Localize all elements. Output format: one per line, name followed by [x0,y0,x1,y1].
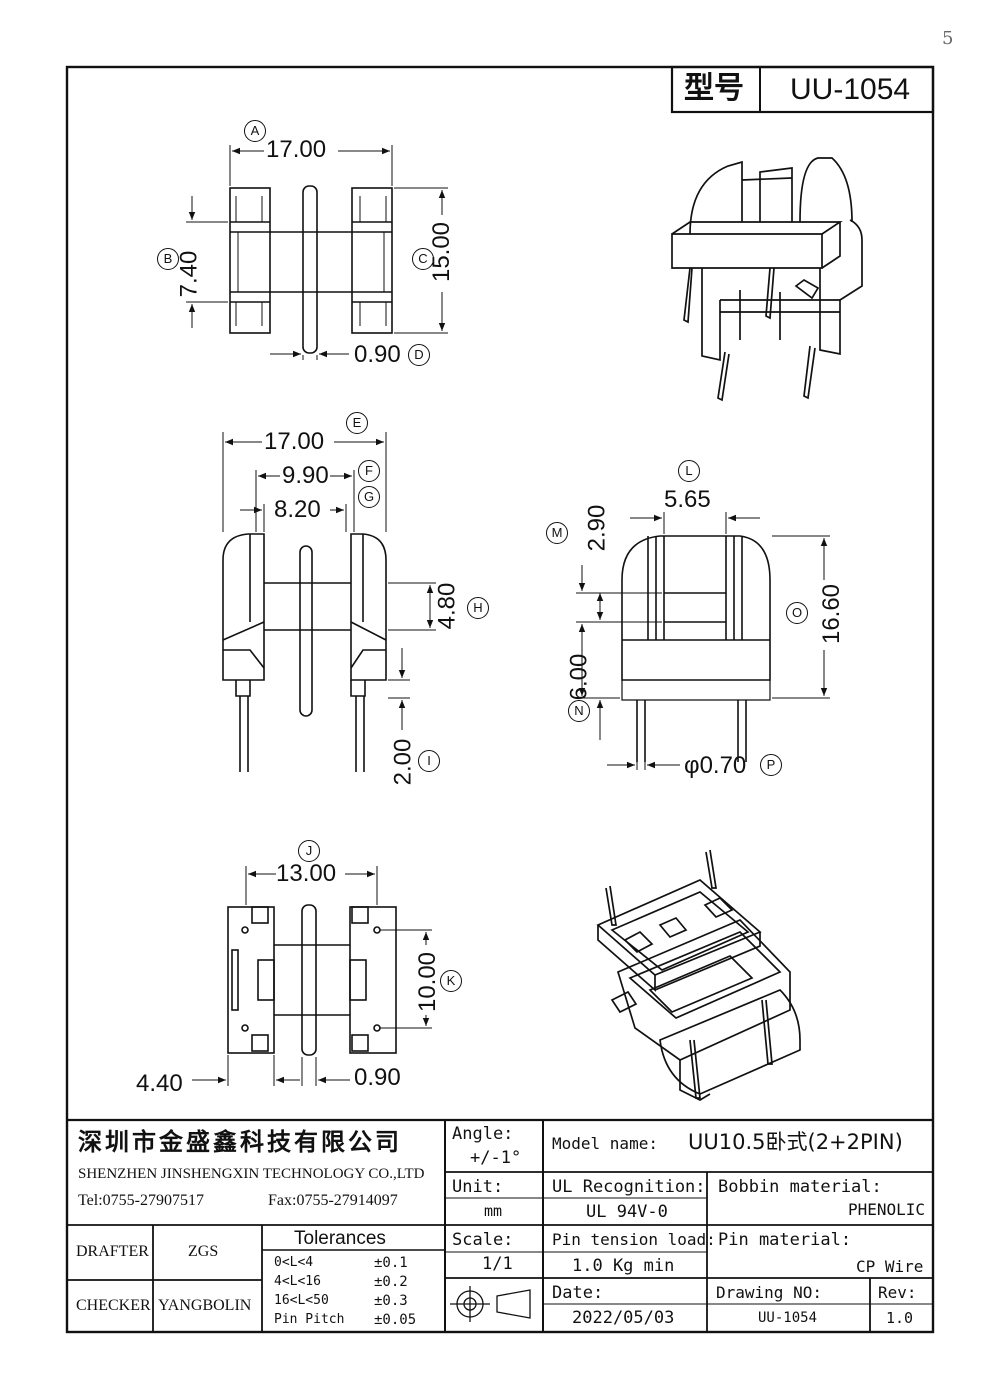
dim-i-value: 2.00 [389,738,417,786]
tolerance-value: ±0.3 [374,1293,408,1309]
pin-tension-label: Pin tension load: [552,1230,716,1249]
ul-label: UL Recognition: [552,1177,706,1197]
drafter-value: ZGS [188,1243,219,1260]
drawing-no-label: Drawing NO: [716,1283,822,1302]
dim-g-value: 8.20 [274,496,321,523]
dim-letter-l: L [678,460,700,482]
dim-letter-b: B [157,248,179,270]
model-name-label: Model name: [552,1134,658,1153]
dim-letter-f: F [358,460,380,482]
dim-bottom-right-value: 0.90 [354,1064,401,1091]
dim-j-value: 13.00 [276,860,337,887]
dim-d-value: 0.90 [354,341,401,368]
dim-letter-m: M [546,522,568,544]
model-value: UU-1054 [790,73,911,106]
dim-a-value: 17.00 [266,136,327,163]
tolerance-range: Pin Pitch [274,1312,345,1327]
dim-bottom-left-value: 4.40 [136,1070,183,1097]
model-label: 型号 [684,71,744,106]
tolerance-value: ±0.2 [374,1274,408,1290]
checker-label: CHECKER [76,1297,151,1314]
pin-tension-value: 1.0 Kg min [572,1256,675,1276]
front-view [222,432,436,772]
dim-letter-k: K [440,970,462,992]
dim-l-value: 5.65 [664,486,711,513]
angle-value: +/-1° [470,1148,522,1168]
side-view [576,512,830,770]
tolerance-range: 16<L<50 [274,1293,329,1308]
dim-letter-p: P [760,754,782,776]
title-block-lines [67,1118,933,1332]
dim-letter-c: C [412,248,434,270]
rev-value: 1.0 [886,1309,914,1327]
iso-view-bottom [596,849,801,1101]
tolerance-range: 0<L<4 [274,1255,314,1270]
dim-letter-o: O [786,602,808,624]
company-fax: Fax:0755-27914097 [268,1192,398,1209]
dim-c-value: 15.00 [428,221,456,283]
top-view [186,145,448,360]
drafter-label: DRAFTER [76,1243,149,1260]
company-name-cn: 深圳市金盛鑫科技有限公司 [78,1128,402,1156]
dim-f-value: 9.90 [282,462,329,489]
dim-e-value: 17.00 [264,428,325,455]
angle-label: Angle: [452,1124,514,1144]
unit-value: mm [484,1202,503,1220]
bottom-view [192,866,432,1086]
tolerance-value: ±0.05 [374,1312,417,1328]
outer-frame [65,65,935,1334]
date-value: 2022/05/03 [572,1308,675,1328]
pin-material-label: Pin material: [718,1230,852,1250]
pin-material-value: CP Wire [856,1257,924,1276]
dim-letter-d: D [408,344,430,366]
dim-n-value: 6.00 [565,653,593,701]
dim-letter-e: E [346,412,368,434]
scale-label: Scale: [452,1230,514,1250]
dim-letter-n: N [568,700,590,722]
company-tel: Tel:0755-27907517 [78,1192,204,1209]
dim-m-value: 2.90 [583,504,611,552]
scale-value: 1/1 [482,1254,513,1274]
dim-b-value: 7.40 [175,250,203,298]
projection-symbol [450,1286,531,1322]
dim-k-value: 10.00 [414,951,442,1013]
rev-label: Rev: [878,1283,917,1302]
tolerance-range: 4<L<16 [274,1274,321,1289]
company-name-en: SHENZHEN JINSHENGXIN TECHNOLOGY CO.,LTD [78,1166,425,1182]
checker-value: YANGBOLIN [158,1297,252,1314]
dim-letter-g: G [358,486,380,508]
tolerance-value: ±0.1 [374,1255,408,1271]
dim-letter-h: H [467,597,489,619]
tolerances-title: Tolerances [294,1228,386,1249]
dim-letter-i: I [418,750,440,772]
ul-value: UL 94V-0 [586,1202,668,1222]
model-name-value: UU10.5卧式(2+2PIN) [688,1130,903,1154]
unit-label: Unit: [452,1177,504,1197]
dim-o-value: 16.60 [818,583,846,645]
iso-view-top [671,157,863,402]
page-mark: 5 [942,28,954,49]
bobbin-value: PHENOLIC [848,1200,926,1219]
bobbin-label: Bobbin material: [718,1177,882,1197]
dim-letter-j: J [298,840,320,862]
dim-letter-a: A [244,120,266,142]
model-header-box [670,65,935,114]
drawing-no-value: UU-1054 [758,1310,818,1326]
date-label: Date: [552,1283,604,1303]
dim-h-value: 4.80 [433,582,461,630]
dim-p-value: φ0.70 [684,752,747,779]
